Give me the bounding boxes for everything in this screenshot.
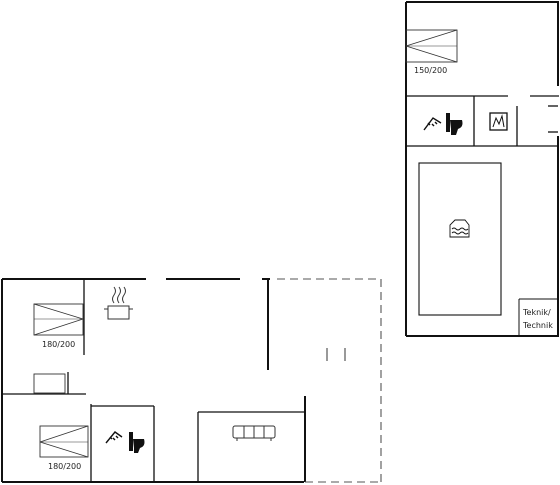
lower-building-outer-walls (1, 278, 306, 483)
bed-size-label: 180/200 (42, 340, 75, 349)
lower-building-interior-walls (2, 279, 305, 482)
upper-building-outer-walls (405, 1, 559, 337)
cooking-pot-icon (104, 286, 133, 320)
technical-room-label-line2: Technik (522, 321, 553, 330)
bed-size-label: 150/200 (414, 66, 447, 75)
lower-building: 180/200 180/200 (1, 278, 382, 483)
upper-building: 150/200 Teknik/ (405, 1, 559, 337)
technical-room (518, 298, 558, 336)
toilet-icon (446, 113, 463, 135)
washing-machine-icon (489, 112, 508, 131)
bed-icon (33, 303, 84, 336)
shower-icon (105, 431, 123, 444)
toilet-icon (129, 432, 145, 453)
shower-icon (423, 117, 442, 131)
side-table (33, 373, 66, 394)
bed-icon (405, 29, 458, 63)
sofa-icon (232, 425, 276, 441)
pool-icon (449, 219, 470, 238)
pool (418, 162, 502, 316)
terrace-dashed-outline (277, 278, 382, 483)
sliding-door-markers (326, 348, 346, 361)
bed-size-label: 180/200 (48, 462, 81, 471)
technical-room-label-line1: Teknik/ (522, 308, 551, 317)
bed-icon (39, 425, 89, 458)
upper-building-interior-walls (406, 95, 559, 147)
